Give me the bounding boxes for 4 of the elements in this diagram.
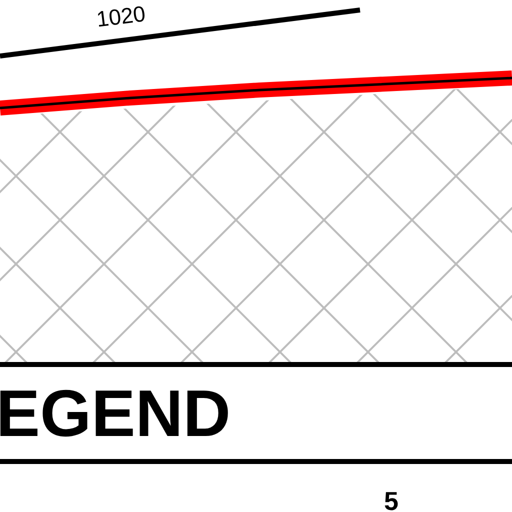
legend-header-band [0,362,512,464]
dimension-text: 1020 [95,3,147,31]
legend-title: EGEND [0,380,231,446]
legend-number: 5 [384,488,398,512]
